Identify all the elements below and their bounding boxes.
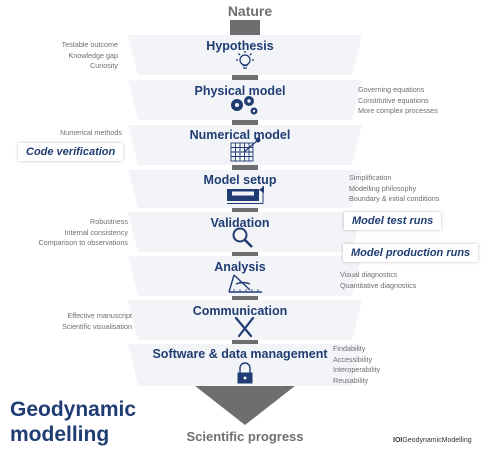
note-item: Constitutive equations [358,95,429,105]
code-verification-badge: Code verification [18,143,124,161]
notes-physical-model: Governing equations Constitutive equatio… [358,85,438,117]
note-item: Effective manuscript [67,311,132,320]
notes-analysis: Visual diagnostics Quantitative diagnost… [340,270,416,291]
main-title: Geodynamic modelling [10,397,136,447]
step-shape-software [128,344,362,386]
credit-prefix: IOI [393,437,403,444]
main-title-line-1: Geodynamic [10,398,137,421]
magnifier-icon [232,227,253,248]
step-shape-communication [128,300,362,340]
note-item: Testable outcome [61,40,118,49]
note-item: Knowledge gap [68,50,118,60]
note-item: Interoperability [333,365,381,374]
model-box-icon [227,186,264,204]
note-item: Numerical methods [60,128,122,137]
note-item: Boundary & initial conditions [349,194,440,203]
notes-hypothesis: Testable outcome Knowledge gap Curiosity [62,40,118,72]
notes-software: Findability Accessibility Interoperabili… [333,344,380,386]
note-item: Reusability [333,375,369,385]
scientific-progress-label: Scientific progress [186,429,304,444]
compass-icon [228,274,262,293]
note-item: Modelling philosophy [349,183,417,193]
step-title-analysis: Analysis [214,260,266,274]
step-title-model-setup: Model setup [203,173,277,187]
gears-icon [231,96,258,115]
shaft-top [230,20,260,36]
lightbulb-icon [236,51,254,69]
credit-name: GeodynamicModelling [402,437,472,444]
step-title-validation: Validation [210,216,270,230]
notes-communication: Effective manuscript Scientific visualis… [62,311,132,332]
note-item: Findability [333,344,366,353]
note-item: Comparison to observations [38,238,129,247]
step-shape-numerical-model [128,125,362,165]
step-shape-analysis [128,256,362,296]
note-item: Scientific visualisation [62,321,132,331]
step-title-numerical-model: Numerical model [189,128,291,142]
note-item: Simplification [349,173,392,182]
nature-label: Nature [227,3,273,19]
credit-label: IOIGeodynamicModelling [393,437,472,444]
step-title-physical-model: Physical model [194,84,286,98]
note-item: Quantitative diagnostics [340,280,417,290]
notes-model-setup: Simplification Modelling philosophy Boun… [349,173,439,205]
grid-mesh-icon [230,137,261,162]
shaft-arrowhead [190,382,300,425]
notes-numerical-model: Numerical methods [60,128,122,139]
lock-icon [237,362,253,384]
step-title-communication: Communication [192,304,288,318]
note-item: Governing equations [358,85,425,94]
note-item: Robustness [90,217,128,226]
notes-validation: Robustness Internal consistency Comparis… [39,217,129,249]
note-item: Visual diagnostics [340,270,398,279]
note-item: Accessibility [333,354,373,364]
step-title-hypothesis: Hypothesis [206,39,274,53]
note-item: Internal consistency [64,227,128,237]
model-production-runs-badge: Model production runs [343,244,479,262]
main-title-line-2: modelling [10,423,110,446]
note-item: More complex processes [358,106,438,115]
step-title-software-data-management: Software & data management [152,347,328,361]
note-item: Curiosity [90,61,118,70]
pen-quill-icon [234,316,255,338]
model-test-runs-badge: Model test runs [344,212,442,230]
